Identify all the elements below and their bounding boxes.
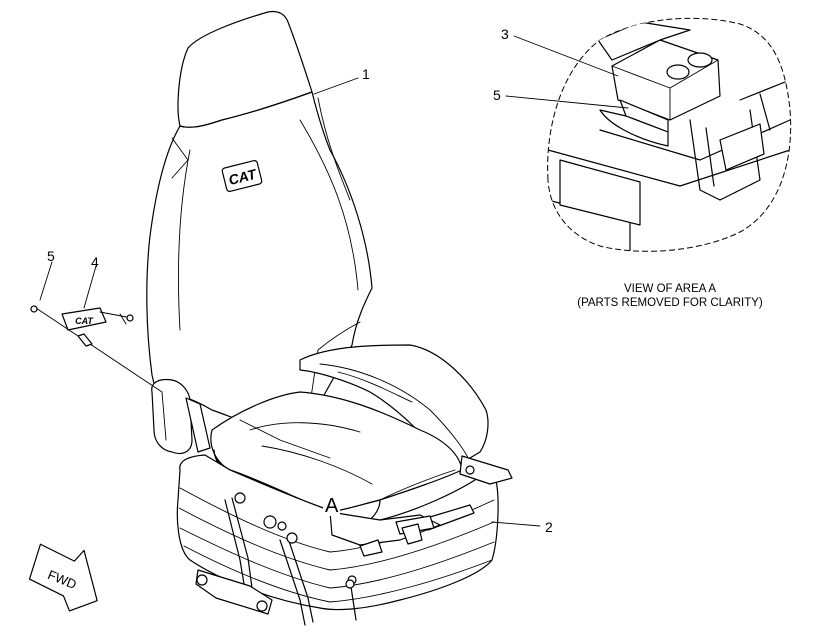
callout-bolt: 5: [47, 248, 55, 264]
callout-bracket-detail: 3: [501, 26, 509, 42]
leader-suspension: [491, 521, 541, 527]
bracket-logo-text: CAT: [75, 316, 94, 326]
seat-backrest: CAT: [146, 10, 373, 439]
bracket-exploded: CAT: [30, 305, 163, 393]
fwd-direction-arrow: FWD: [28, 543, 98, 612]
leader-bracket: [83, 265, 97, 309]
callout-bracket: 4: [91, 254, 99, 270]
leader-seat: [313, 77, 359, 95]
detail-view-subtitle: (PARTS REMOVED FOR CLARITY): [577, 297, 763, 309]
armrest: [151, 378, 211, 455]
assembly-leader-line: [35, 307, 163, 393]
area-a-marker: A: [323, 495, 341, 517]
seat-logo-text: CAT: [227, 166, 259, 189]
seat-suspension: [176, 454, 513, 626]
callout-seat: 1: [362, 66, 370, 82]
detail-view-title: VIEW OF AREA A: [623, 283, 717, 295]
seat-cushion: [210, 344, 489, 528]
leader-bolt: [39, 261, 53, 301]
seat-logo: CAT: [221, 160, 263, 192]
callout-suspension: 2: [545, 519, 553, 535]
detail-view-area-a: [505, 17, 792, 252]
callout-bolt-detail: 5: [493, 87, 501, 103]
